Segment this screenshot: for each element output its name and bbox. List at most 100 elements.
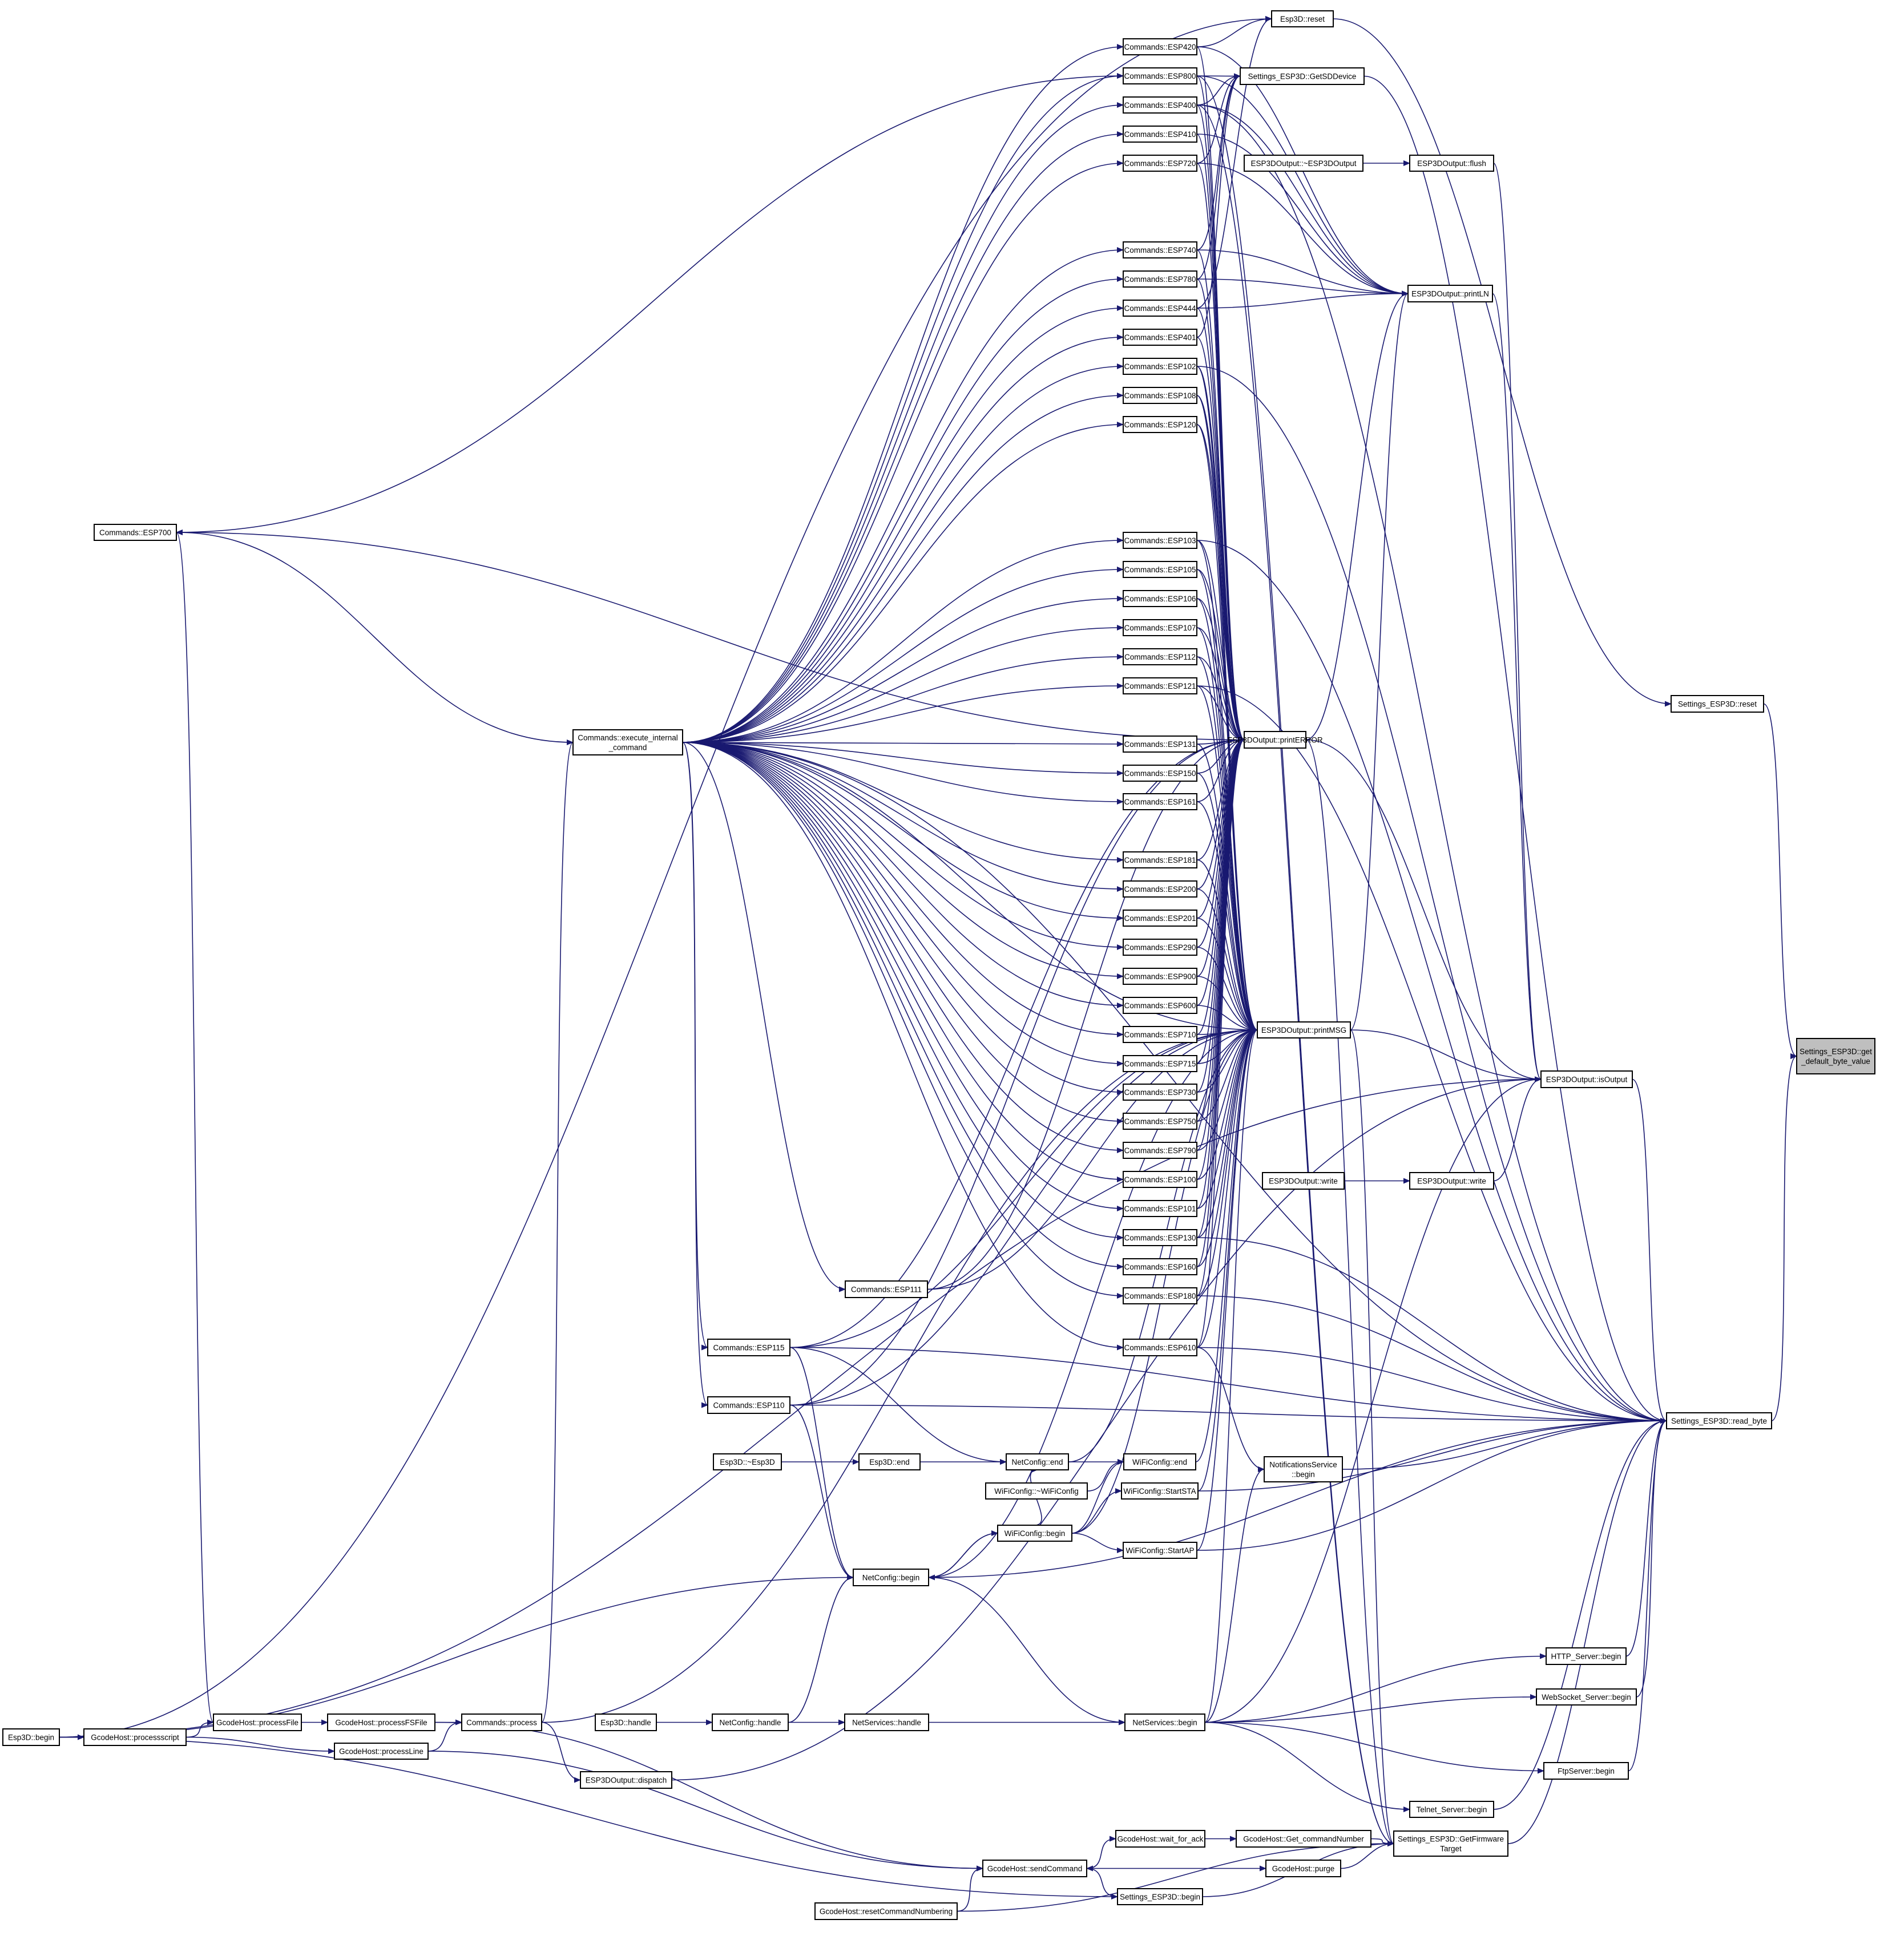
node-esp800[interactable]: Commands::ESP800 — [1123, 67, 1197, 84]
node-esp108[interactable]: Commands::ESP108 — [1123, 387, 1197, 404]
node-esp3d-dtor[interactable]: Esp3D::~Esp3D — [713, 1453, 782, 1470]
node-esp180[interactable]: Commands::ESP180 — [1123, 1287, 1197, 1304]
node-box[interactable] — [1123, 300, 1197, 317]
node-box[interactable] — [1123, 241, 1197, 258]
node-esp100[interactable]: Commands::ESP100 — [1123, 1171, 1197, 1188]
node-dispatch[interactable]: ESP3DOutput::dispatch — [580, 1771, 672, 1789]
node-box[interactable] — [1666, 1412, 1772, 1429]
node-box[interactable] — [997, 1525, 1072, 1542]
node-esp420[interactable]: Commands::ESP420 — [1123, 38, 1197, 55]
node-box[interactable] — [1407, 285, 1493, 302]
node-box[interactable] — [1540, 1070, 1633, 1088]
node-box[interactable] — [858, 1453, 921, 1470]
node-esp600[interactable]: Commands::ESP600 — [1123, 997, 1197, 1014]
node-esp121[interactable]: Commands::ESP121 — [1123, 677, 1197, 694]
node-box[interactable] — [1671, 695, 1764, 713]
node-websocket[interactable]: WebSocket_Server::begin — [1536, 1688, 1637, 1706]
node-dtor-output[interactable]: ESP3DOutput::~ESP3DOutput — [1244, 155, 1363, 172]
node-esp110[interactable]: Commands::ESP110 — [707, 1396, 790, 1414]
node-box[interactable] — [712, 1714, 789, 1731]
node-esp120[interactable]: Commands::ESP120 — [1123, 416, 1197, 433]
node-exec[interactable]: Commands::execute_internal_command — [572, 729, 683, 755]
node-esp115[interactable]: Commands::ESP115 — [707, 1339, 790, 1356]
node-box[interactable] — [1244, 155, 1363, 172]
node-box[interactable] — [94, 524, 177, 541]
node-box[interactable] — [1409, 1801, 1494, 1818]
node-box[interactable] — [1796, 1038, 1875, 1074]
node-box[interactable] — [1123, 1339, 1197, 1356]
node-esp3d-reset[interactable]: Esp3D::reset — [1271, 10, 1334, 27]
node-esp720[interactable]: Commands::ESP720 — [1123, 155, 1197, 172]
node-esp730[interactable]: Commands::ESP730 — [1123, 1084, 1197, 1101]
node-box[interactable] — [1117, 1888, 1203, 1905]
node-box[interactable] — [1123, 1453, 1196, 1470]
node-box[interactable] — [334, 1743, 429, 1760]
node-box[interactable] — [1123, 1084, 1197, 1101]
node-process[interactable]: Commands::process — [461, 1714, 542, 1731]
node-settings-reset[interactable]: Settings_ESP3D::reset — [1671, 695, 1764, 713]
node-box[interactable] — [1271, 10, 1334, 27]
node-box[interactable] — [844, 1714, 929, 1731]
node-box[interactable] — [1123, 561, 1197, 578]
node-box[interactable] — [1123, 1200, 1197, 1217]
node-box[interactable] — [1123, 590, 1197, 607]
node-esp790[interactable]: Commands::ESP790 — [1123, 1142, 1197, 1159]
node-box[interactable] — [1257, 1021, 1351, 1038]
node-box[interactable] — [1123, 329, 1197, 346]
node-box[interactable] — [1123, 910, 1197, 927]
node-box[interactable] — [1546, 1647, 1627, 1665]
node-box[interactable] — [1123, 1142, 1197, 1159]
node-processscript[interactable]: GcodeHost::processscript — [83, 1728, 187, 1746]
node-esp105[interactable]: Commands::ESP105 — [1123, 561, 1197, 578]
node-box[interactable] — [1236, 1830, 1371, 1848]
node-esp106[interactable]: Commands::ESP106 — [1123, 590, 1197, 607]
node-box[interactable] — [1543, 1762, 1629, 1780]
node-box[interactable] — [1123, 1171, 1197, 1188]
node-box[interactable] — [1124, 1714, 1205, 1731]
node-box[interactable] — [1123, 619, 1197, 636]
node-box[interactable] — [1123, 939, 1197, 956]
node-wifi-begin[interactable]: WiFiConfig::begin — [997, 1525, 1072, 1542]
node-box[interactable] — [1123, 880, 1197, 898]
node-box[interactable] — [83, 1728, 187, 1746]
node-esp610[interactable]: Commands::ESP610 — [1123, 1339, 1197, 1356]
node-reset-cmdnum[interactable]: GcodeHost::resetCommandNumbering — [814, 1902, 958, 1920]
node-get-default[interactable]: Settings_ESP3D::get_default_byte_value — [1796, 1038, 1875, 1074]
node-esp900[interactable]: Commands::ESP900 — [1123, 968, 1197, 985]
node-box[interactable] — [1123, 1229, 1197, 1246]
node-box[interactable] — [1244, 731, 1306, 749]
node-esp150[interactable]: Commands::ESP150 — [1123, 765, 1197, 782]
node-esp3d-handle[interactable]: Esp3D::handle — [595, 1714, 657, 1731]
node-get-cmdnum[interactable]: GcodeHost::Get_commandNumber — [1236, 1830, 1371, 1848]
node-esp201[interactable]: Commands::ESP201 — [1123, 910, 1197, 927]
node-box[interactable] — [985, 1482, 1088, 1500]
node-esp161[interactable]: Commands::ESP161 — [1123, 793, 1197, 810]
node-wifi-sta[interactable]: WiFiConfig::StartSTA — [1121, 1482, 1199, 1500]
node-wait-ack[interactable]: GcodeHost::wait_for_ack — [1115, 1830, 1205, 1848]
node-box[interactable] — [1123, 532, 1197, 549]
node-wifi-ap[interactable]: WiFiConfig::StartAP — [1123, 1542, 1197, 1559]
node-esp131[interactable]: Commands::ESP131 — [1123, 735, 1197, 753]
node-box[interactable] — [1123, 1026, 1197, 1043]
node-box[interactable] — [580, 1771, 672, 1789]
node-settings-begin[interactable]: Settings_ESP3D::begin — [1117, 1888, 1203, 1905]
node-esp107[interactable]: Commands::ESP107 — [1123, 619, 1197, 636]
node-esp401[interactable]: Commands::ESP401 — [1123, 329, 1197, 346]
node-box[interactable] — [1123, 126, 1197, 143]
node-box[interactable] — [1121, 1482, 1199, 1500]
node-box[interactable] — [1264, 1456, 1343, 1482]
node-box[interactable] — [1240, 67, 1365, 85]
node-netservices-begin[interactable]: NetServices::begin — [1124, 1714, 1205, 1731]
node-esp3d-begin[interactable]: Esp3D::begin — [2, 1728, 60, 1746]
node-esp130[interactable]: Commands::ESP130 — [1123, 1229, 1197, 1246]
node-processFile[interactable]: GcodeHost::processFile — [213, 1714, 302, 1731]
node-flush[interactable]: ESP3DOutput::flush — [1409, 155, 1494, 172]
node-netconfig-begin[interactable]: NetConfig::begin — [853, 1569, 929, 1586]
node-box[interactable] — [713, 1453, 782, 1470]
node-esp715[interactable]: Commands::ESP715 — [1123, 1055, 1197, 1072]
node-box[interactable] — [1123, 1113, 1197, 1130]
node-esp710[interactable]: Commands::ESP710 — [1123, 1026, 1197, 1043]
node-esp101[interactable]: Commands::ESP101 — [1123, 1200, 1197, 1217]
node-http[interactable]: HTTP_Server::begin — [1546, 1647, 1627, 1665]
